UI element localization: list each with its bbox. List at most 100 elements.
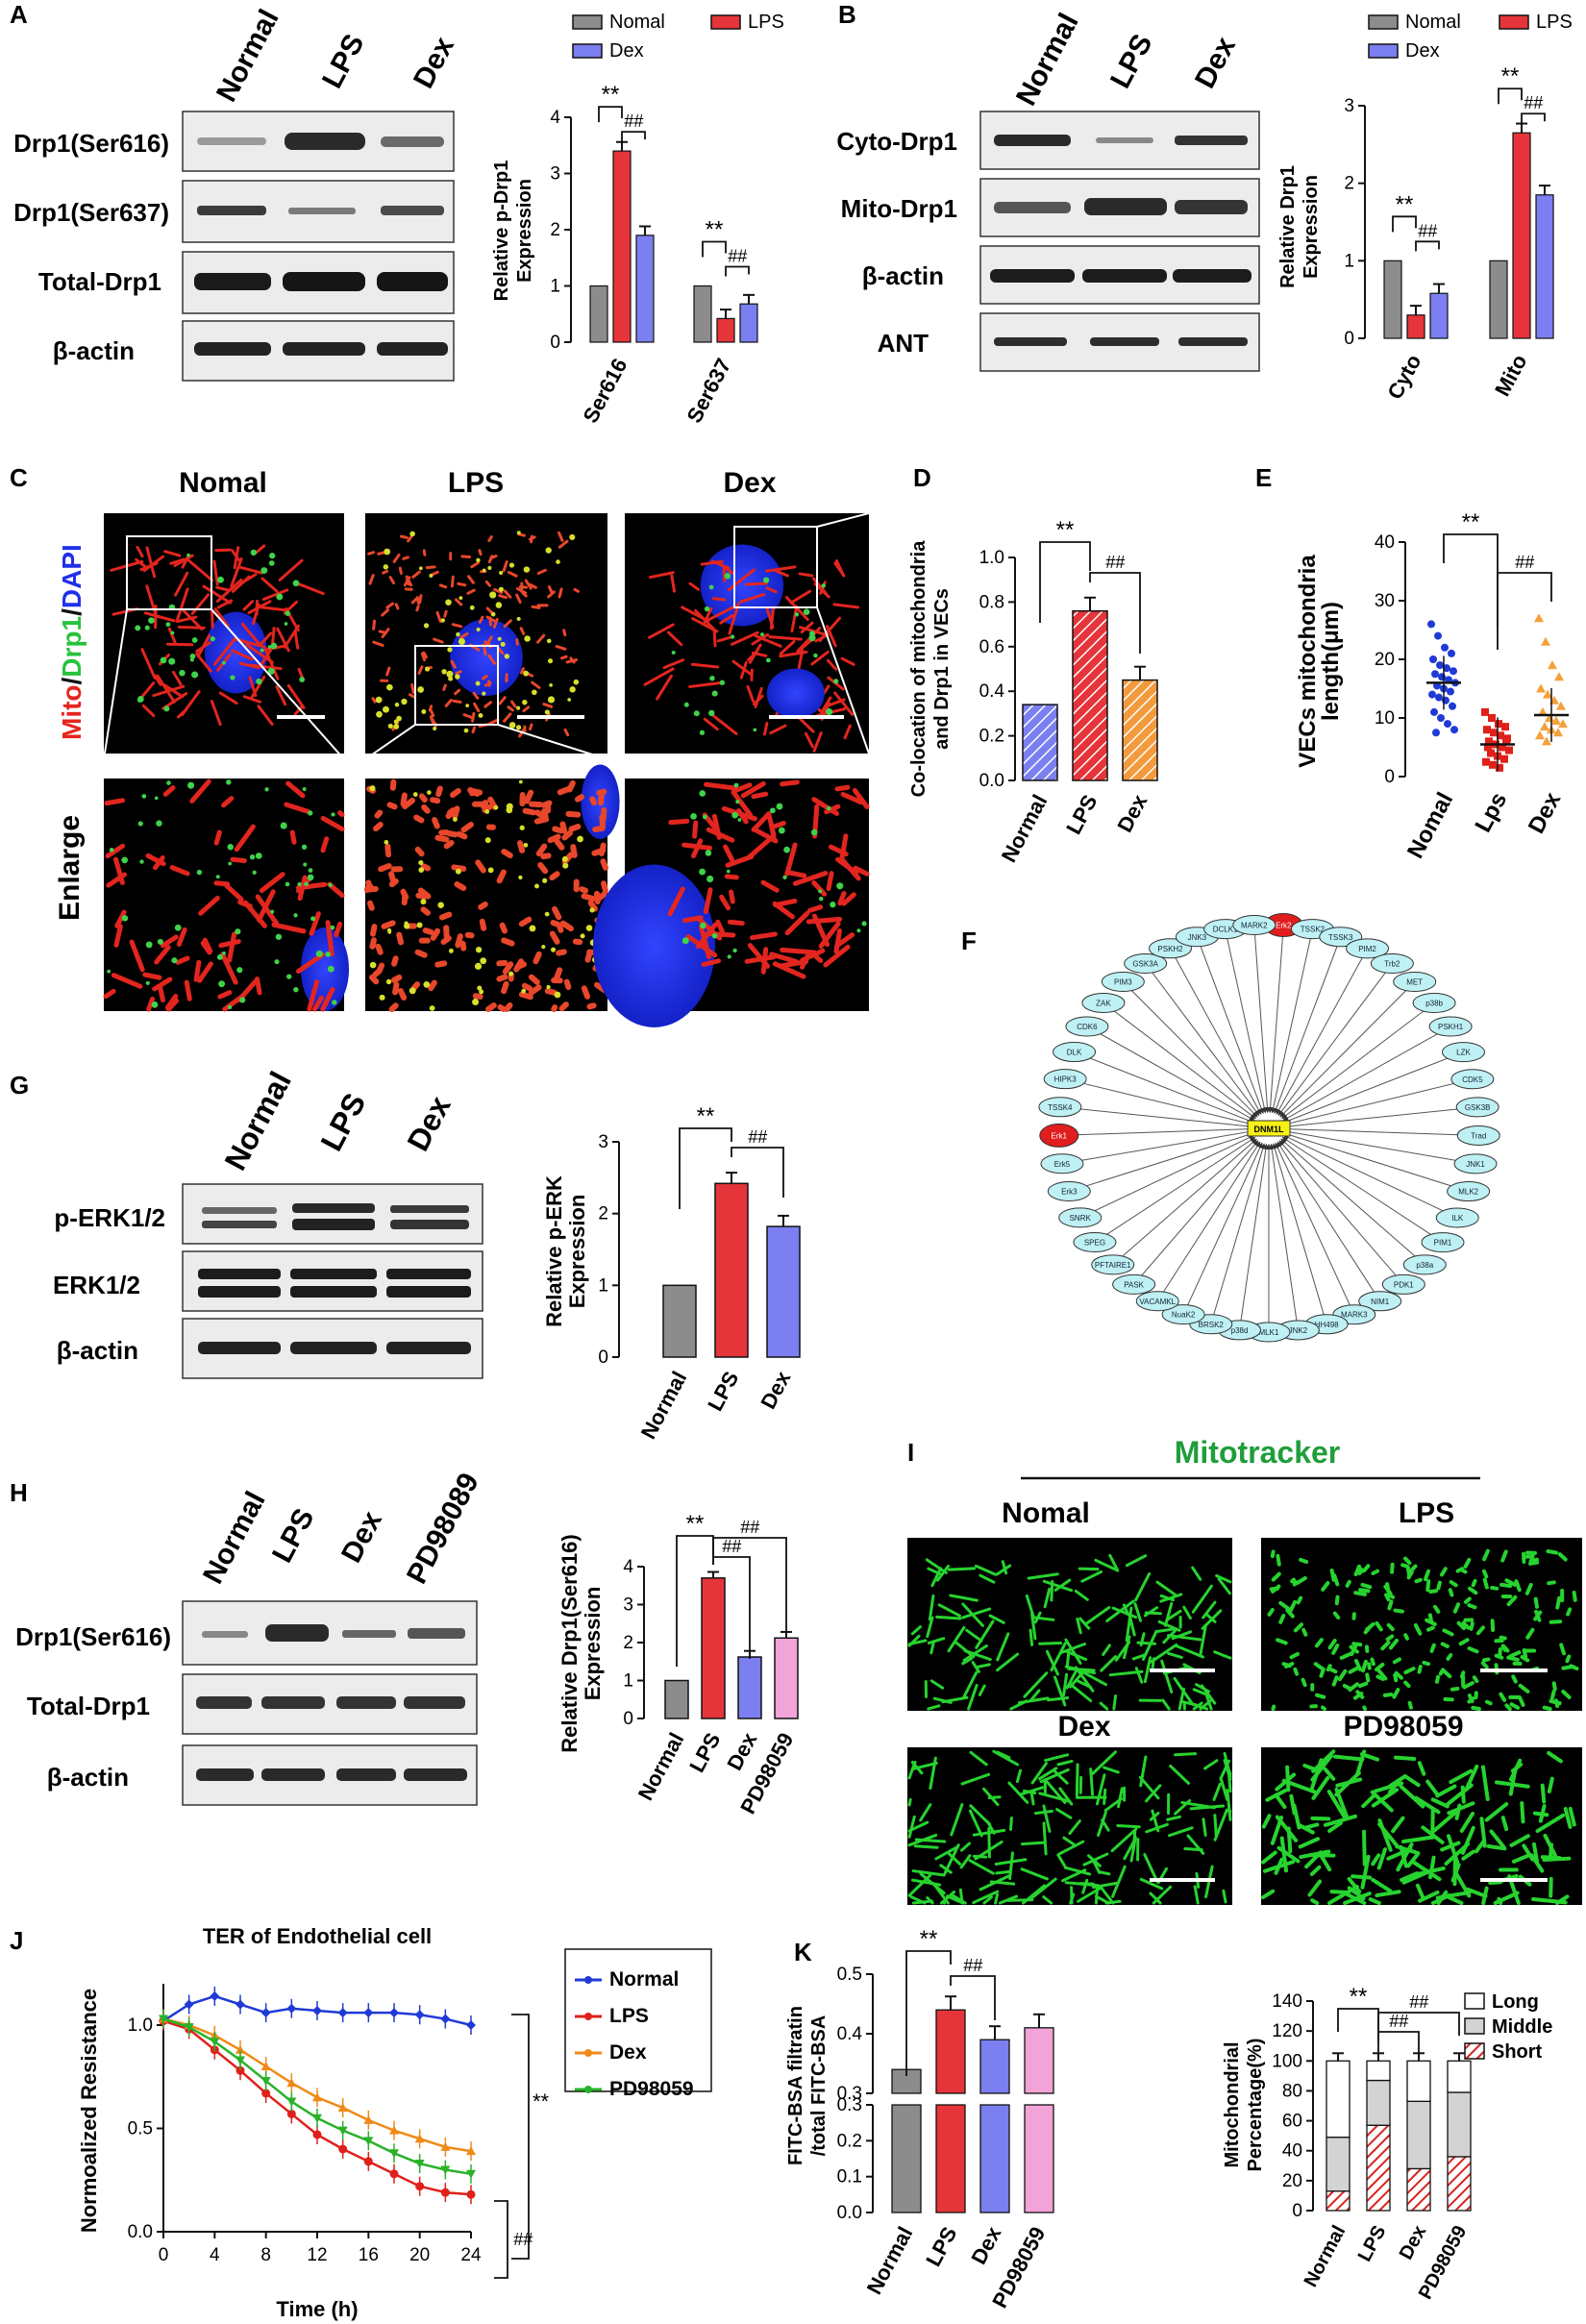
network-node bbox=[1370, 953, 1414, 975]
network-node-label: Erk2 bbox=[1276, 922, 1292, 930]
x-tick-label: Dex bbox=[756, 1367, 795, 1413]
mito-fragment bbox=[145, 853, 166, 867]
legend-swatch bbox=[1368, 43, 1399, 59]
mito-fragment bbox=[145, 584, 159, 619]
mito-fragment bbox=[238, 661, 260, 670]
sig-bracket bbox=[905, 1950, 952, 2076]
drp1-dot bbox=[479, 989, 484, 995]
drp1-dot bbox=[409, 531, 415, 537]
drp1-dot bbox=[683, 702, 689, 707]
mito-fragment bbox=[1099, 1885, 1115, 1905]
y-tick-label: 3 bbox=[1344, 96, 1354, 116]
mito-fragment bbox=[927, 1637, 946, 1644]
mito-fragment bbox=[703, 717, 719, 731]
mito-fragment bbox=[1403, 1667, 1416, 1674]
mito-fragment bbox=[939, 1864, 953, 1874]
lane-label: Dex bbox=[1189, 32, 1242, 93]
drp1-dot bbox=[475, 947, 483, 953]
mito-fragment bbox=[1015, 1768, 1023, 1784]
lane-label: Normal bbox=[197, 1487, 272, 1590]
mito-fragment bbox=[821, 696, 832, 713]
y-tick-label: 0.0 bbox=[128, 2222, 153, 2242]
drp1-dot bbox=[726, 869, 731, 874]
mito-fragment bbox=[648, 623, 675, 639]
mito-fragment bbox=[1144, 1611, 1162, 1616]
mito-fragment bbox=[452, 805, 460, 820]
blot-row-label: Cyto-Drp1 bbox=[836, 127, 957, 156]
sig-bracket bbox=[1039, 541, 1091, 623]
drp1-dot bbox=[139, 859, 144, 864]
network-edge bbox=[1283, 1051, 1464, 1124]
y-tick-label: 30 bbox=[1375, 591, 1395, 611]
chart-title: TER of Endothelial cell bbox=[203, 1924, 432, 1948]
mito-fragment bbox=[1495, 1780, 1530, 1789]
drp1-dot bbox=[766, 657, 771, 663]
drp1-dot bbox=[518, 779, 523, 784]
mito-fragment bbox=[320, 986, 335, 1012]
panel-h-blot: Normal LPS Dex PD98089 Drp1(Ser616) Tota… bbox=[15, 1468, 485, 1806]
mito-fragment bbox=[1103, 1766, 1120, 1774]
mito-fragment bbox=[1458, 1638, 1470, 1646]
y-tick-label: 0 bbox=[550, 333, 560, 353]
mito-fragment bbox=[1343, 1891, 1372, 1905]
mito-fragment bbox=[1459, 1568, 1468, 1574]
mito-fragment bbox=[1150, 1643, 1178, 1664]
network-edge bbox=[1276, 1141, 1381, 1302]
network-node-label: LZK bbox=[1456, 1049, 1471, 1057]
mito-fragment bbox=[1430, 1808, 1435, 1840]
drp1-dot bbox=[420, 899, 427, 905]
mito-fragment bbox=[504, 1002, 513, 1012]
mito-fragment bbox=[811, 797, 840, 816]
stacked-segment bbox=[1447, 2156, 1472, 2212]
mito-fragment bbox=[1319, 1853, 1332, 1872]
mito-fragment bbox=[1417, 1761, 1426, 1776]
network-node-label: CDK5 bbox=[1462, 1075, 1483, 1084]
mito-fragment bbox=[1219, 1777, 1229, 1801]
mito-fragment bbox=[429, 715, 435, 726]
mito-fragment bbox=[1533, 1596, 1539, 1609]
sig-bracket bbox=[712, 1537, 787, 1634]
drp1-dot bbox=[429, 574, 434, 578]
x-tick-label: Normal bbox=[862, 2223, 918, 2299]
mito-fragment bbox=[1053, 1578, 1072, 1592]
mito-fragment bbox=[1471, 1705, 1481, 1711]
mito-fragment bbox=[1425, 1579, 1431, 1593]
network-node-label: HIPK3 bbox=[1054, 1075, 1078, 1084]
mito-fragment bbox=[1298, 1837, 1321, 1849]
mito-fragment bbox=[485, 1002, 497, 1012]
lane-label: Dex bbox=[408, 32, 460, 93]
network-node bbox=[1456, 1125, 1500, 1146]
network-edge bbox=[1074, 1051, 1254, 1124]
drp1-dot bbox=[700, 922, 706, 929]
mito-fragment bbox=[450, 575, 455, 588]
y-tick-label: 0 bbox=[1292, 2201, 1302, 2221]
drp1-dot bbox=[418, 867, 425, 873]
drp1-dot bbox=[141, 794, 147, 799]
sig-label: ## bbox=[748, 1127, 768, 1147]
x-tick-label: 16 bbox=[359, 2245, 379, 2265]
mito-fragment bbox=[1008, 1851, 1014, 1880]
drp1-dot bbox=[702, 814, 707, 820]
data-point bbox=[1496, 763, 1503, 772]
mito-fragment bbox=[1551, 1681, 1557, 1692]
sig-bracket bbox=[702, 240, 727, 258]
data-point bbox=[1495, 720, 1502, 729]
mito-fragment bbox=[503, 619, 512, 629]
mito-fragment bbox=[1405, 1565, 1412, 1577]
mito-fragment bbox=[405, 575, 413, 587]
mito-fragment bbox=[649, 571, 675, 580]
mito-fragment bbox=[907, 1873, 932, 1897]
y-tick-label: 0.5 bbox=[128, 2119, 153, 2139]
drp1-dot bbox=[383, 564, 389, 570]
network-node-label: DCLK1 bbox=[1213, 926, 1238, 934]
mito-fragment bbox=[1362, 1705, 1368, 1711]
mito-fragment bbox=[1415, 1883, 1425, 1901]
mito-fragment bbox=[242, 695, 261, 704]
mito-fragment bbox=[1326, 1790, 1348, 1821]
mito-fragment bbox=[1508, 1768, 1518, 1796]
mito-fragment bbox=[1134, 1667, 1144, 1684]
lane-label: LPS bbox=[313, 1087, 372, 1156]
y-tick-label: 3 bbox=[550, 164, 560, 185]
mito-fragment bbox=[1442, 1628, 1454, 1637]
network-edge bbox=[1170, 948, 1262, 1115]
